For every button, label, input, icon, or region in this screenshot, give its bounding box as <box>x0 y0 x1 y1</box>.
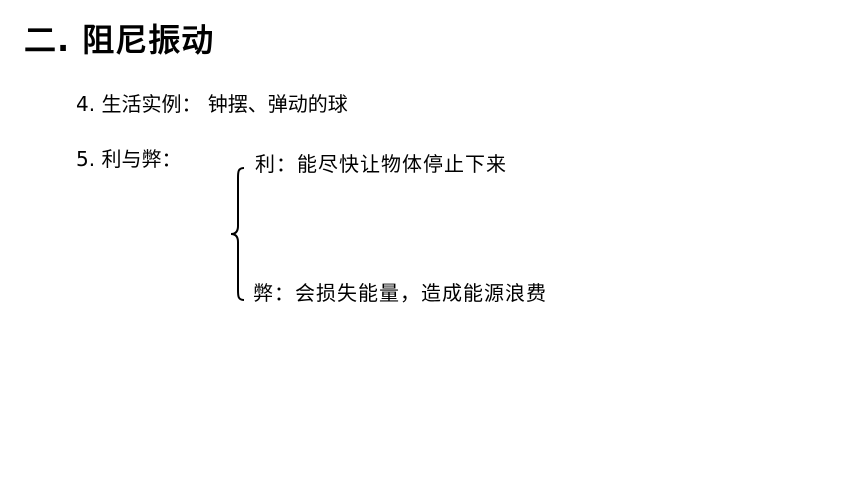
con-text: 弊：会损失能量，造成能源浪费 <box>253 281 547 305</box>
slide-title: 二. 阻尼振动 <box>24 21 215 59</box>
curly-brace <box>230 167 245 301</box>
item-life-examples: 4. 生活实例： 钟摆、弹动的球 <box>76 92 348 116</box>
item-pros-cons: 5. 利与弊： <box>76 147 182 171</box>
pro-text: 利：能尽快让物体停止下来 <box>255 152 507 176</box>
